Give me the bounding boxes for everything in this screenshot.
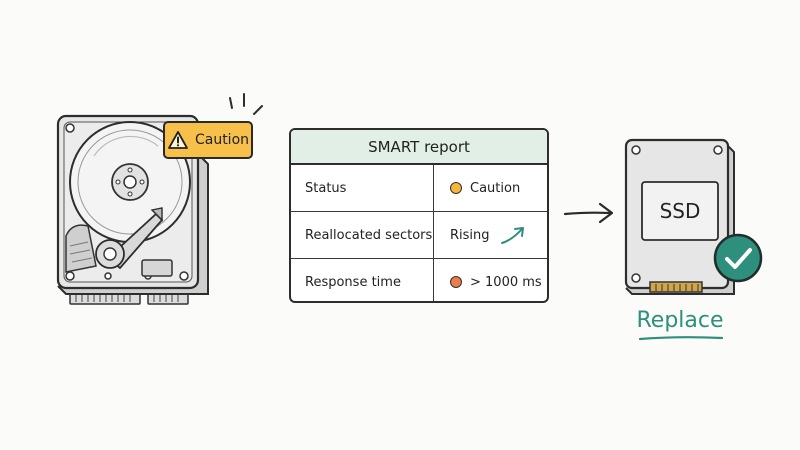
ssd-label: SSD	[659, 199, 701, 223]
row-label: Reallocated sectors	[291, 212, 434, 258]
right-arrow-icon	[563, 202, 614, 224]
row-label: Response time	[291, 259, 434, 301]
row-value-cell: > 1000 ms	[434, 259, 547, 301]
table-row-response-time: Response time > 1000 ms	[291, 259, 547, 301]
alert-sparks-icon	[229, 93, 263, 115]
ssd-icon	[624, 138, 735, 295]
smart-report-title: SMART report	[291, 130, 547, 165]
replace-underline	[638, 336, 724, 341]
replace-label: Replace	[636, 307, 724, 333]
row-value: Rising	[450, 227, 490, 243]
row-label: Status	[291, 165, 434, 211]
caution-badge-label: Caution	[194, 132, 250, 148]
row-value-cell: Caution	[434, 165, 547, 211]
warning-triangle-icon	[168, 131, 188, 149]
table-row-reallocated-sectors: Reallocated sectors Rising	[291, 212, 547, 259]
trend-up-arrow-icon	[500, 227, 524, 244]
row-value: Caution	[470, 180, 521, 196]
checkmark-icon	[713, 233, 763, 283]
caution-badge: Caution	[163, 121, 253, 159]
smart-report-table: SMART report Status Caution Reallocated …	[289, 128, 549, 303]
status-dot-yellow	[450, 182, 462, 194]
row-value: > 1000 ms	[470, 274, 542, 290]
status-dot-orange	[450, 276, 462, 288]
hard-drive-icon	[56, 114, 209, 305]
table-row-status: Status Caution	[291, 165, 547, 212]
row-value-cell: Rising	[434, 212, 547, 258]
